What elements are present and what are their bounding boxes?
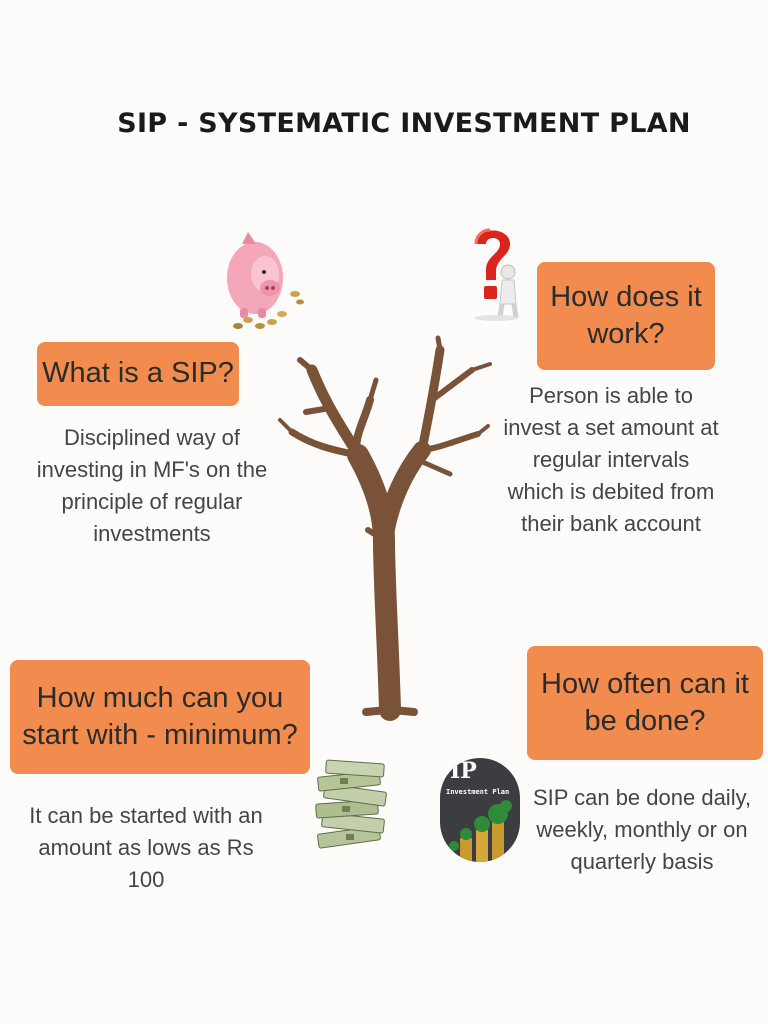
coin-plant-icon — [449, 800, 512, 862]
how-does-it-work-heading-text: How does it work? — [550, 280, 702, 350]
what-is-sip-heading: What is a SIP? — [37, 342, 239, 406]
badge-subtitle: Investment Plan — [446, 788, 510, 796]
what-is-sip-heading-text: What is a SIP? — [42, 357, 234, 390]
how-does-it-work-heading: How does it work? — [537, 262, 715, 370]
frequency-description: SIP can be done daily, weekly, monthly o… — [532, 785, 752, 874]
how-does-it-work-description: Person is able to invest a set amount at… — [503, 383, 719, 536]
piggy-bank-icon — [227, 232, 304, 329]
badge-title: IP — [450, 758, 477, 784]
frequency-heading-text: How often can it be done? — [541, 667, 749, 737]
minimum-amount-heading-text: How much can you start with - minimum? — [22, 681, 298, 751]
minimum-amount-description: It can be started with an amount as lows… — [29, 803, 263, 892]
minimum-amount-heading: How much can you start with - minimum? — [10, 660, 310, 774]
bare-tree-illustration — [278, 335, 492, 721]
sip-investment-plan-badge: IP Investment Plan — [440, 758, 520, 862]
page-title: SIP - SYSTEMATIC INVESTMENT PLAN — [117, 108, 691, 139]
question-mark-person-icon — [474, 228, 519, 321]
cash-stack-icon — [315, 759, 387, 849]
frequency-heading: How often can it be done? — [527, 646, 763, 760]
what-is-sip-description: Disciplined way of investing in MF's on … — [36, 425, 268, 546]
